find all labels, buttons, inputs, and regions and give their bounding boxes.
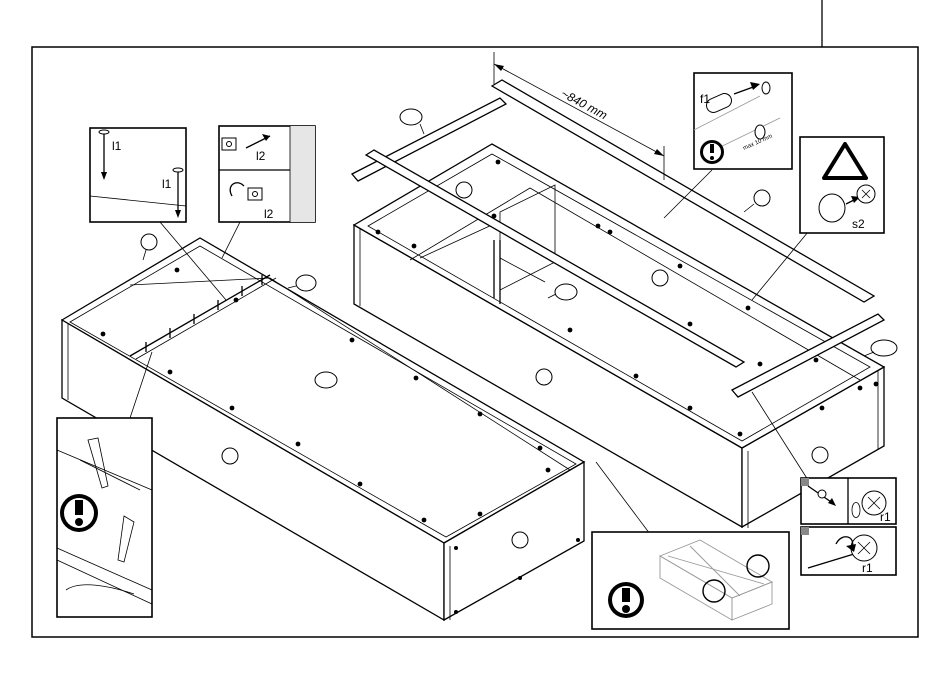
inset-l1-nails: l1 l1 — [90, 128, 186, 222]
inset-r1-insert: r1 — [801, 478, 896, 524]
part-label-f1: f1 — [700, 92, 710, 106]
part-label-l2-a: l2 — [256, 149, 266, 163]
part-label-s2: s2 — [852, 217, 865, 231]
warning-icon-orientation — [608, 582, 644, 618]
inset-r1-rotate: r1 — [801, 527, 896, 575]
inset-orientation-warning — [592, 532, 789, 629]
part-label-r1-a: r1 — [880, 510, 891, 524]
part-label-l1-b: l1 — [162, 177, 172, 191]
part-label-r1-b: r1 — [862, 561, 873, 575]
inset-l2-clips: l2 l2 — [219, 126, 315, 222]
part-label-l2-b: l2 — [264, 207, 274, 221]
inset-divider-warning — [57, 418, 152, 617]
inset-s2-cap: s2 — [800, 137, 884, 233]
part-label-l1-a: l1 — [112, 139, 122, 153]
inset-f1-dowel: max 10 mm f1 — [694, 73, 792, 169]
warning-icon-divider — [60, 494, 98, 532]
warning-icon — [700, 140, 724, 164]
